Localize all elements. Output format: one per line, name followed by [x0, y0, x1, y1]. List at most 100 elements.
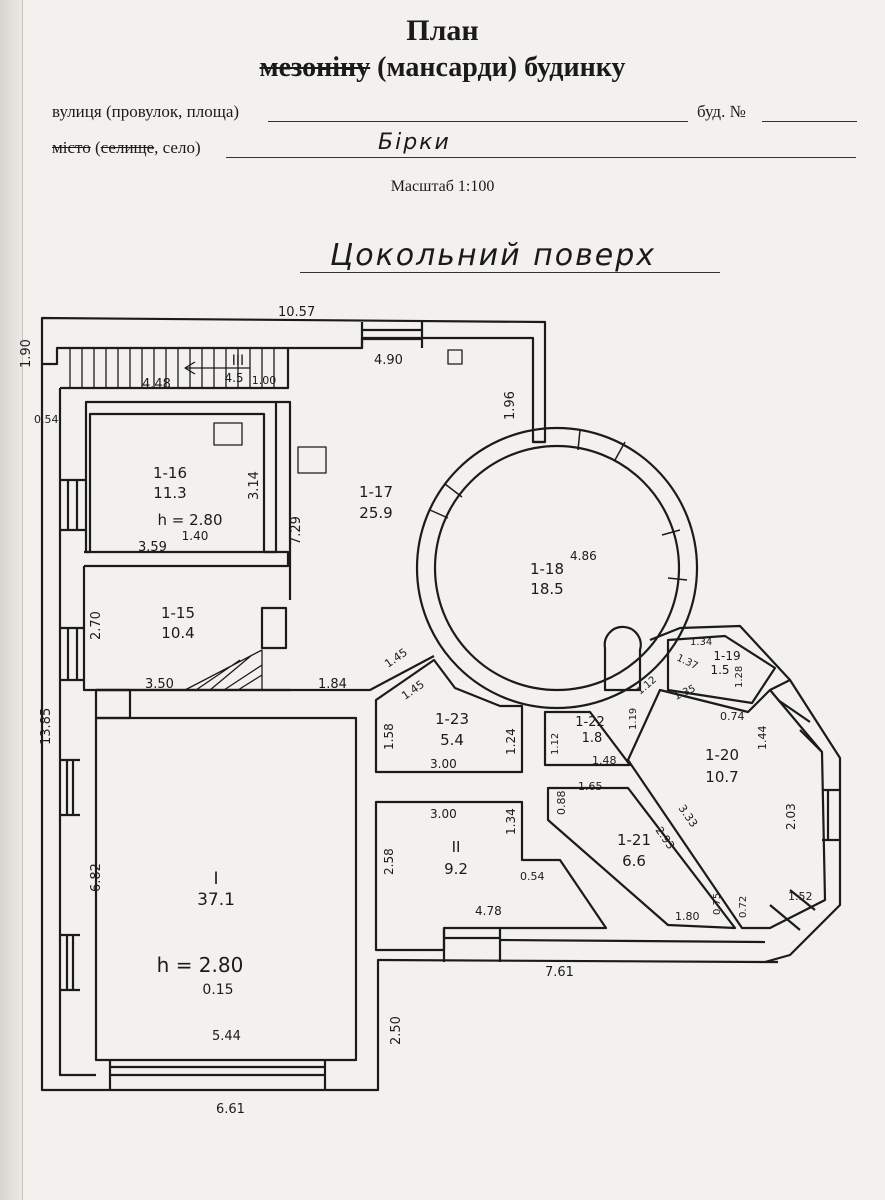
room-1-17-area: 25.9	[359, 504, 392, 522]
dim-1-45a: 1.45	[382, 646, 410, 671]
dim-117-depth: 7.29	[289, 516, 304, 545]
room-1-21	[546, 786, 737, 930]
room-I-h2: 0.15	[202, 982, 233, 998]
place-struck-city: місто	[52, 138, 91, 157]
dim-top-corridor: 4.90	[374, 353, 403, 368]
scale-label: Масштаб 1:100	[390, 178, 495, 195]
round-niche	[603, 625, 642, 692]
page-title: План	[406, 14, 479, 47]
room-1-20-id: 1-20	[705, 746, 739, 764]
dim-116-depth: 3.14	[247, 471, 262, 500]
room-1-23-area: 5.4	[440, 731, 464, 749]
dim-1-44: 1.44	[756, 726, 769, 751]
dim-circle: 4.86	[570, 549, 597, 563]
dim-wall-right-top: 1.96	[503, 391, 518, 420]
dim-1-19: 1.19	[628, 708, 639, 730]
house-label: буд. №	[697, 102, 746, 121]
window-II	[442, 928, 502, 962]
place-label: місто (селище, село)	[52, 138, 201, 158]
room-1-19-area: 1.5	[710, 663, 729, 677]
place-paren: (	[94, 138, 101, 157]
place-underline	[226, 157, 856, 158]
dim-0-74: 0.74	[720, 710, 745, 723]
dim-6-61: 6.61	[216, 1102, 245, 1117]
window-left-1	[60, 478, 85, 532]
dim-1-34b: 1.34	[690, 637, 712, 648]
room-1-15-area: 10.4	[161, 624, 194, 642]
dim-3-00a: 3.00	[430, 757, 457, 771]
room-1-15-id: 1-15	[161, 604, 195, 622]
dim-0-88: 0.88	[555, 791, 568, 816]
room-1-19-id: 1-19	[713, 649, 740, 663]
room-1-23-id: 1-23	[435, 710, 469, 728]
window-bottom	[108, 1060, 327, 1090]
stair2	[184, 649, 263, 691]
window-top	[360, 322, 424, 348]
room-1-16-h2: 1.40	[182, 529, 209, 543]
dim-3-33: 3.33	[676, 802, 701, 830]
dim-6-82: 6.82	[89, 863, 104, 892]
dim-1-12b: 1.12	[635, 675, 659, 698]
place-rest: , село)	[154, 138, 201, 157]
room-1-21-id: 1-21	[617, 831, 651, 849]
stair-outline	[60, 348, 290, 390]
place-value: Бірки	[378, 130, 451, 155]
room-1-16-area: 11.3	[153, 484, 186, 502]
dim-2-58: 2.58	[382, 848, 396, 875]
window-right-1	[769, 679, 823, 753]
dim-1-12a: 1.12	[550, 733, 561, 755]
dim-115-depth: 2.70	[89, 611, 104, 640]
room-I-area: 37.1	[197, 890, 235, 910]
place-struck-settlement: селище	[100, 138, 155, 157]
corridor-wall	[94, 655, 435, 1062]
room-1-22-area: 1.8	[582, 731, 603, 746]
dim-stair-gap: 0.54	[34, 413, 59, 426]
room-1-17-id: 1-17	[359, 483, 393, 501]
page-edge	[0, 0, 23, 1200]
dim-0-54: 0.54	[520, 870, 545, 883]
window-right-2	[822, 788, 840, 842]
floor-title: Цокольний поверх	[330, 238, 657, 273]
dim-1-35: 1.35	[673, 683, 698, 702]
room-III-area: 4.5	[224, 371, 243, 385]
house-underline	[762, 121, 857, 122]
room-1-18-inner	[433, 444, 681, 692]
stair-arrow	[184, 361, 250, 375]
dim-116-width: 3.59	[138, 540, 167, 555]
room-1-19	[666, 634, 777, 705]
dim-0-72: 0.72	[738, 896, 749, 918]
room-1-18-area: 18.5	[530, 580, 563, 598]
room-II-area: 9.2	[444, 860, 468, 878]
dim-1-24: 1.24	[504, 728, 518, 755]
dim-1-34: 1.34	[504, 808, 518, 835]
dim-0-75: 0.75	[712, 893, 723, 915]
room-II-id: II	[452, 838, 461, 856]
room-III-id: III	[232, 353, 244, 369]
column-1	[94, 688, 132, 720]
dim-5-44: 5.44	[212, 1029, 241, 1044]
street-label: вулиця (провулок, площа)	[52, 102, 240, 121]
room-1-21-area: 6.6	[622, 852, 646, 870]
dim-left-total: 13.85	[39, 708, 54, 745]
window-left-4	[60, 933, 80, 992]
dim-1-37: 1.37	[675, 653, 700, 672]
dim-1-48: 1.48	[592, 754, 617, 767]
room-1-22-id: 1-22	[575, 715, 605, 730]
dim-2-50: 2.50	[389, 1016, 404, 1045]
street-underline	[268, 121, 688, 122]
window-left-3	[60, 758, 80, 817]
room-I-id: I	[213, 869, 218, 889]
room-1-16-bottom	[84, 550, 290, 568]
dim-1-80: 1.80	[675, 910, 700, 923]
vent-icon	[213, 422, 243, 446]
dim-top-width: 10.57	[278, 305, 315, 320]
subtitle-struck: мезоніну	[259, 52, 371, 83]
room-1-22	[543, 710, 632, 767]
dim-stair-height: 1.90	[19, 339, 34, 368]
room-1-16-h: h = 2.80	[157, 511, 222, 529]
room-1-16-right	[276, 400, 292, 566]
switch-icon	[447, 349, 463, 365]
subtitle-rest: (мансарди) будинку	[377, 52, 626, 83]
page-subtitle: мезоніну (мансарди) будинку	[0, 52, 885, 84]
